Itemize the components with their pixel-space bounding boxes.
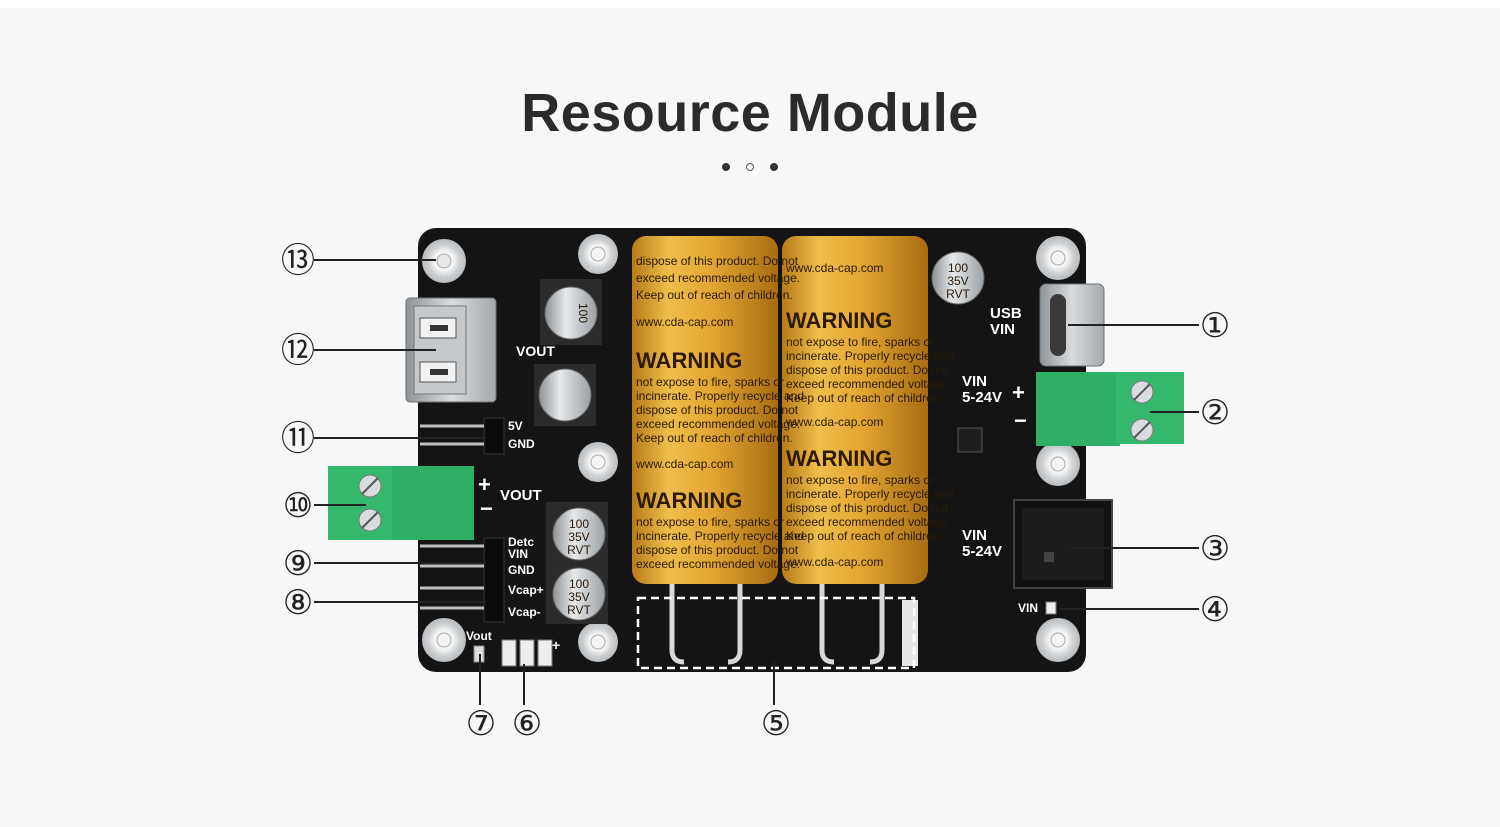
small-capacitors: 100 100 35V RVT 100 35V RVT 100 35V RVT <box>534 251 985 624</box>
supercap-left <box>632 236 778 584</box>
svg-text:not expose to fire, sparks or: not expose to fire, sparks or <box>636 515 784 529</box>
svg-text:5V: 5V <box>508 419 523 433</box>
svg-text:dispose of this product. Do no: dispose of this product. Do not <box>786 501 949 515</box>
svg-text:100: 100 <box>569 577 589 591</box>
vin-terminal-block <box>1036 372 1184 446</box>
carousel-dot-2[interactable] <box>746 163 754 171</box>
svg-text:www.cda-cap.com: www.cda-cap.com <box>785 555 883 569</box>
svg-text:dispose of this product. Do no: dispose of this product. Do not <box>636 543 799 557</box>
usb-a-port <box>405 297 497 403</box>
svg-text:exceed recommended voltage.: exceed recommended voltage. <box>636 417 800 431</box>
svg-text:+: + <box>552 637 560 653</box>
svg-text:exceed recommended voltage.: exceed recommended voltage. <box>636 271 800 285</box>
svg-text:dispose of this product. Do no: dispose of this product. Do not <box>786 363 949 377</box>
svg-text:exceed recommended voltage.: exceed recommended voltage. <box>786 515 950 529</box>
svg-text:RVT: RVT <box>567 603 591 617</box>
callout-2: ② <box>1200 393 1230 433</box>
svg-text:not expose to fire, sparks or: not expose to fire, sparks or <box>786 473 934 487</box>
carousel-dot-3[interactable] <box>770 163 778 171</box>
top-strip <box>0 0 1500 8</box>
svg-text:Vcap-: Vcap- <box>508 605 541 619</box>
svg-text:www.cda-cap.com: www.cda-cap.com <box>785 415 883 429</box>
svg-text:incinerate. Properly recycle a: incinerate. Properly recycle and <box>786 487 954 501</box>
silkscreen-labels: USB VIN VIN 5-24V + − VIN 5-24V VIN VOUT… <box>466 305 1038 653</box>
svg-text:5-24V: 5-24V <box>962 543 1002 560</box>
svg-text:100: 100 <box>948 261 968 275</box>
callout-10: ⑩ <box>283 486 313 526</box>
svg-text:100: 100 <box>576 303 590 323</box>
svg-text:35V: 35V <box>568 590 589 604</box>
ic-chip <box>957 427 983 453</box>
svg-text:+: + <box>478 472 491 497</box>
svg-text:not expose to fire, sparks or: not expose to fire, sparks or <box>786 335 934 349</box>
svg-text:VOUT: VOUT <box>500 487 542 504</box>
svg-text:www.cda-cap.com: www.cda-cap.com <box>635 315 733 329</box>
supercap-dashed-box <box>636 596 916 670</box>
svg-text:GND: GND <box>508 437 535 451</box>
svg-text:dispose of this product. Do no: dispose of this product. Do not <box>636 403 799 417</box>
svg-text:WARNING: WARNING <box>786 446 892 471</box>
svg-text:Keep out of reach of children.: Keep out of reach of children. <box>636 288 793 302</box>
callout-11: ⑪ <box>281 419 315 459</box>
svg-text:RVT: RVT <box>567 543 591 557</box>
callout-6: ⑥ <box>512 704 542 744</box>
svg-text:+: + <box>1012 380 1025 405</box>
carousel-dots <box>722 163 782 175</box>
callout-7: ⑦ <box>466 704 496 744</box>
callout-4: ④ <box>1200 590 1230 630</box>
svg-text:5-24V: 5-24V <box>962 389 1002 406</box>
page-title: Resource Module <box>521 83 979 143</box>
pin-headers <box>420 417 505 623</box>
svg-text:Keep out of reach of children.: Keep out of reach of children. <box>636 431 793 445</box>
carousel-dot-1[interactable] <box>722 163 730 171</box>
svg-text:Keep out of reach of children.: Keep out of reach of children. <box>786 391 943 405</box>
svg-text:WARNING: WARNING <box>786 308 892 333</box>
callout-1: ① <box>1200 306 1230 346</box>
svg-text:Detc: Detc <box>508 535 534 549</box>
svg-text:exceed recommended voltage.: exceed recommended voltage. <box>636 557 800 571</box>
callout-3: ③ <box>1200 529 1230 569</box>
svg-text:VIN: VIN <box>962 527 987 544</box>
svg-text:WARNING: WARNING <box>636 488 742 513</box>
mounting-holes <box>422 234 1080 662</box>
svg-text:dispose of this product. Do no: dispose of this product. Do not <box>636 254 799 268</box>
callout-12: ⑫ <box>281 331 315 371</box>
supercap-right <box>782 236 928 584</box>
callout-5: ⑤ <box>761 704 791 744</box>
svg-text:not expose to fire, sparks or: not expose to fire, sparks or <box>636 375 784 389</box>
svg-text:incinerate. Properly recycle a: incinerate. Properly recycle and <box>636 529 804 543</box>
callout-numbers: ① ② ③ ④ ⑤ ⑥ ⑦ ⑧ ⑨ ⑩ ⑪ ⑫ ⑬ <box>281 241 1230 744</box>
callout-lines <box>314 259 1199 705</box>
callout-9: ⑨ <box>283 544 313 584</box>
svg-text:VIN: VIN <box>962 373 987 390</box>
svg-text:www.cda-cap.com: www.cda-cap.com <box>635 457 733 471</box>
svg-text:VOUT: VOUT <box>516 343 555 359</box>
usb-vin-label-1: USB <box>990 305 1022 322</box>
svg-text:100: 100 <box>569 517 589 531</box>
callout-13: ⑬ <box>281 241 315 281</box>
svg-text:35V: 35V <box>947 274 968 288</box>
supercapacitors: dispose of this product. Do not exceed r… <box>632 236 954 670</box>
svg-text:exceed recommended voltage.: exceed recommended voltage. <box>786 377 950 391</box>
svg-text:−: − <box>480 496 493 521</box>
svg-text:−: − <box>1014 408 1027 433</box>
vout-terminal-block <box>328 466 474 540</box>
svg-text:VIN: VIN <box>508 547 528 561</box>
usb-vin-label-2: VIN <box>990 321 1015 338</box>
svg-text:incinerate. Properly recycle a: incinerate. Properly recycle and <box>786 349 954 363</box>
svg-text:GND: GND <box>508 563 535 577</box>
dc-barrel-jack <box>1013 499 1113 589</box>
svg-text:Vcap+: Vcap+ <box>508 583 544 597</box>
callout-8: ⑧ <box>283 583 313 623</box>
svg-text:WARNING: WARNING <box>636 348 742 373</box>
svg-text:VIN: VIN <box>1018 601 1038 615</box>
svg-text:35V: 35V <box>568 530 589 544</box>
svg-text:Keep out of reach of children.: Keep out of reach of children. <box>786 529 943 543</box>
svg-text:incinerate. Properly recycle a: incinerate. Properly recycle and <box>636 389 804 403</box>
svg-text:Vout: Vout <box>466 629 492 643</box>
svg-text:www.cda-cap.com: www.cda-cap.com <box>785 261 883 275</box>
svg-text:RVT: RVT <box>946 287 970 301</box>
